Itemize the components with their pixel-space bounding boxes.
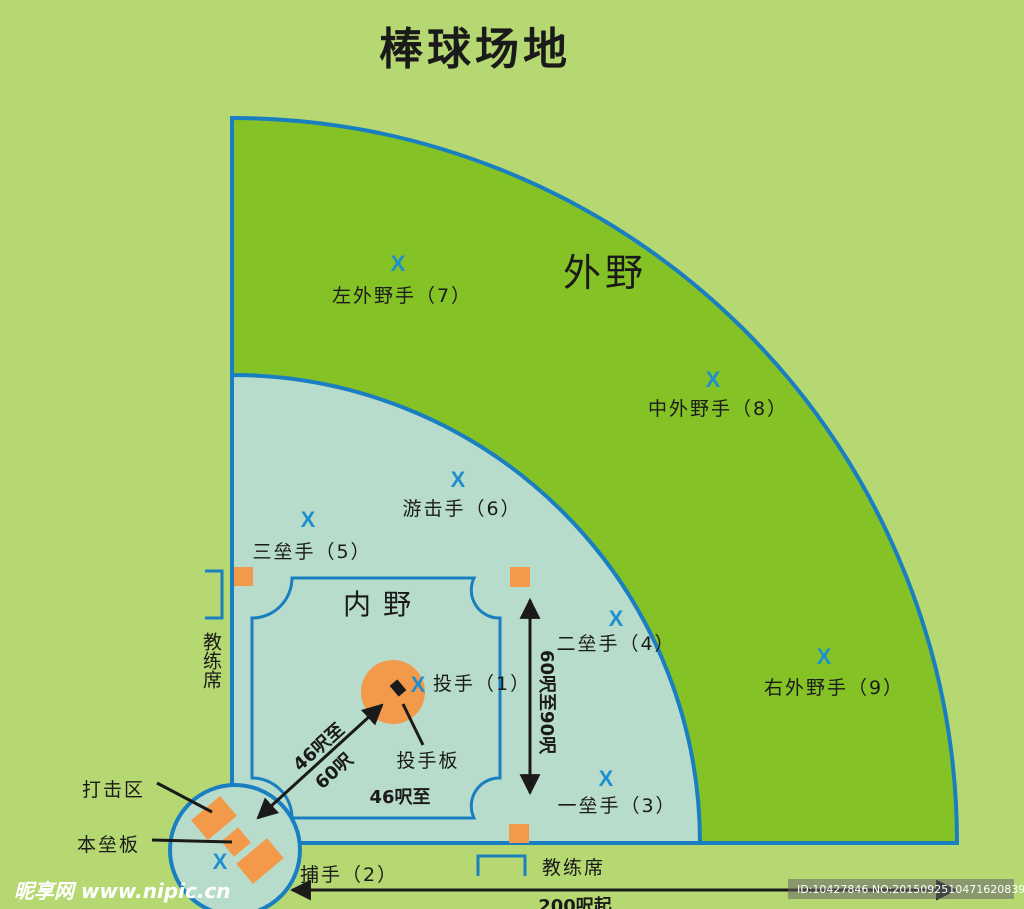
first-base [509, 824, 529, 843]
coach-box-left [205, 569, 224, 620]
position-label: 一垒手（3） [557, 795, 676, 817]
position-marker: X [599, 766, 614, 791]
third-base [234, 567, 253, 586]
base-distance-label: 60呎至90呎 [536, 650, 557, 755]
position-label: 捕手（2） [300, 864, 398, 886]
infield-distance-label: 46呎至 [369, 787, 430, 808]
position-third-baseman: X 三垒手（5） [252, 507, 371, 563]
position-marker: X [817, 644, 832, 669]
position-label: 中外野手（8） [648, 398, 788, 420]
position-right-fielder: X 右外野手（9） [764, 644, 904, 699]
page-title: 棒球场地 [379, 24, 571, 75]
watermark-id-bg [788, 879, 1014, 899]
position-marker: X [411, 672, 426, 697]
position-catcher: X 捕手（2） [213, 849, 398, 886]
pitcher-plate [389, 679, 407, 697]
position-pitcher: X 投手（1） [411, 672, 531, 697]
position-label: 游击手（6） [402, 498, 521, 520]
second-base [510, 567, 530, 587]
position-label: 三垒手（5） [252, 541, 371, 563]
position-label: 投手（1） [433, 673, 531, 695]
outfield-distance-label: 200呎起 [538, 895, 613, 909]
outfield-label: 外野 [563, 251, 647, 295]
position-marker: X [451, 467, 466, 492]
infield-grass-outline [250, 576, 502, 820]
position-marker: X [609, 606, 624, 631]
batter-box-pointer [156, 781, 213, 814]
position-left-fielder: X 左外野手（7） [332, 251, 472, 307]
pitcher-plate-label: 投手板 [396, 750, 459, 772]
position-center-fielder: X 中外野手（8） [648, 367, 788, 420]
position-marker: X [213, 849, 228, 874]
position-label: 二垒手（4） [556, 633, 675, 655]
position-label: 右外野手（9） [764, 677, 904, 699]
home-plate-label: 本垒板 [77, 834, 140, 856]
position-first-baseman: X 一垒手（3） [557, 766, 676, 817]
watermark-logo: 昵享网 www.nipic.cn [14, 879, 231, 903]
batter-box-right [236, 838, 284, 884]
pitch-distance-arrow [256, 703, 384, 820]
coach-box-left-label: 教练席 [200, 632, 222, 689]
position-marker: X [706, 367, 721, 392]
infield-label: 内野 [343, 588, 423, 621]
position-marker: X [391, 251, 406, 276]
position-shortstop: X 游击手（6） [402, 467, 521, 520]
watermark-id: ID:10427846 NO:20150925104716208396 [797, 883, 1024, 896]
coach-box-bottom-label: 教练席 [542, 857, 605, 879]
position-second-baseman: X 二垒手（4） [556, 606, 675, 655]
home-plate-pointer [151, 838, 233, 844]
coach-box-bottom [476, 854, 527, 876]
position-label: 左外野手（7） [332, 285, 472, 307]
position-marker: X [301, 507, 316, 532]
pitcher-plate-pointer [401, 703, 425, 746]
batter-box-label: 打击区 [82, 779, 145, 801]
batter-box-left [191, 795, 237, 841]
home-plate [221, 827, 251, 857]
